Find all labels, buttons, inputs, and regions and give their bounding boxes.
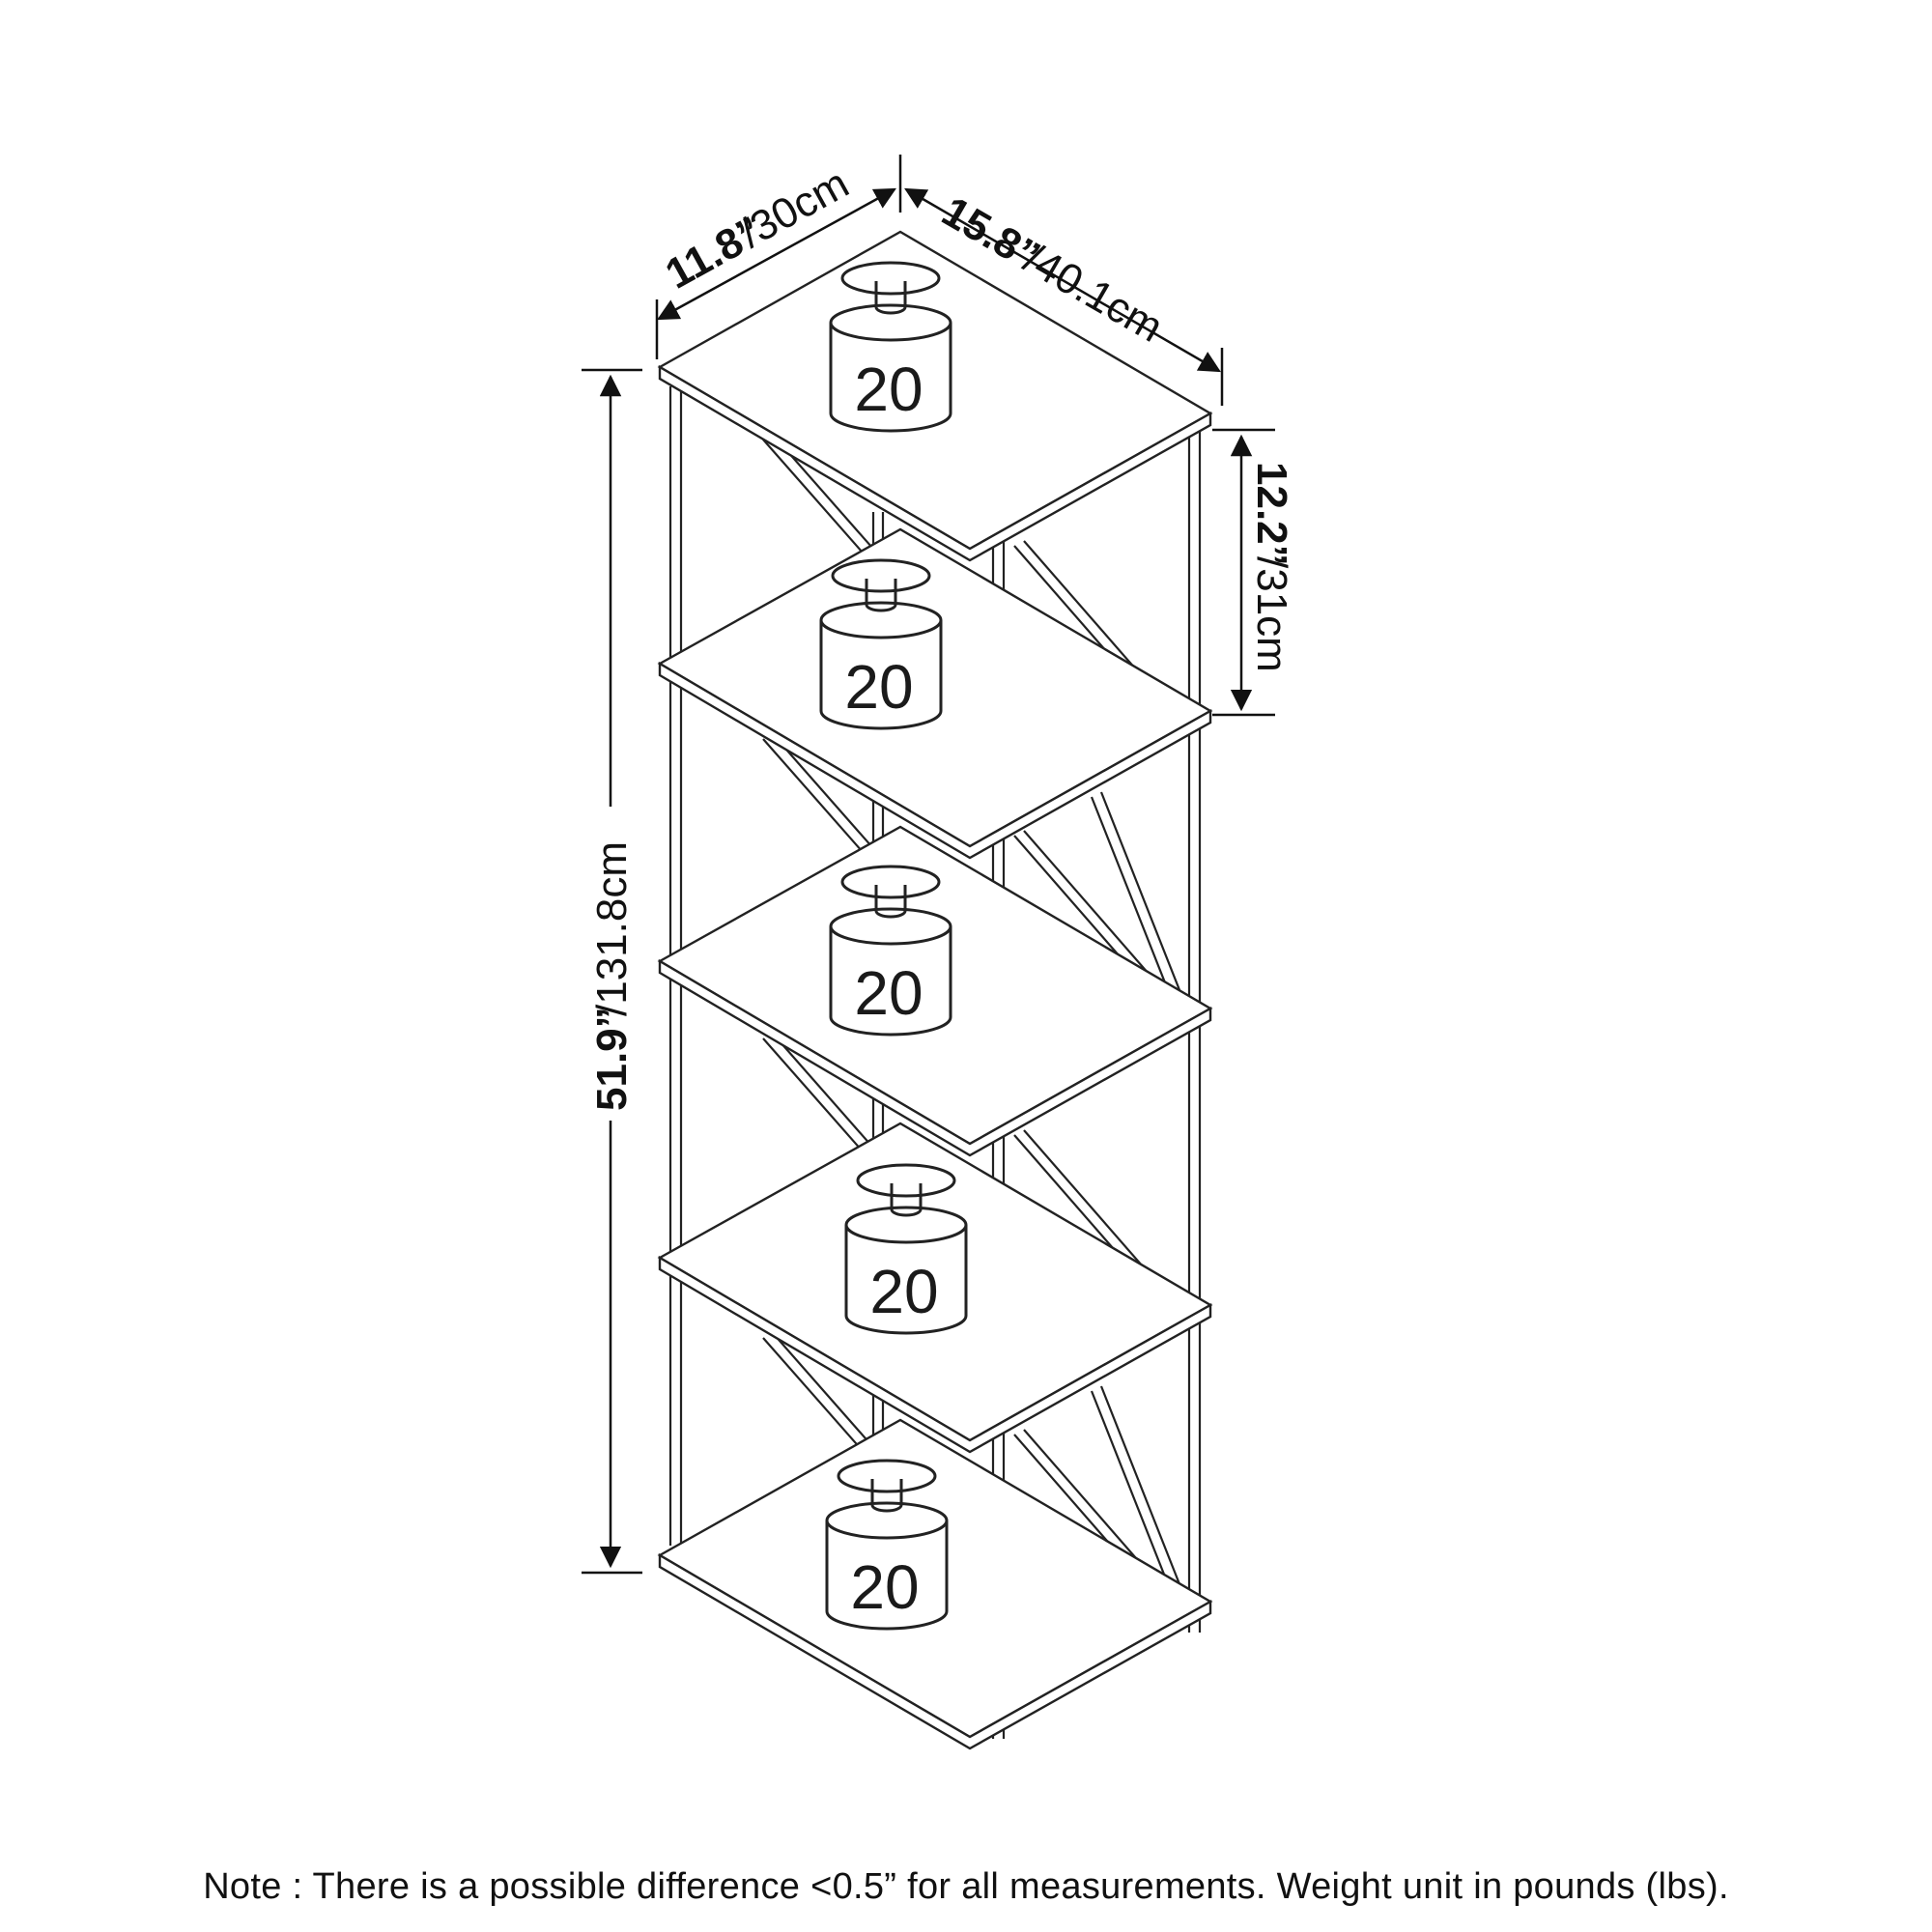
- shelf-gap-inches: 12.2”: [1248, 462, 1295, 566]
- weight-label-4: 20: [869, 1257, 938, 1326]
- weight-2: [819, 558, 943, 730]
- weight-label-1: 20: [854, 355, 923, 424]
- height-label: 51.9” /131.8cm: [588, 841, 636, 1111]
- weight-label-2: 20: [844, 652, 913, 722]
- height-inches: 51.9”: [588, 1007, 636, 1111]
- measurement-note: Note : There is a possible difference <0…: [203, 1866, 1729, 1907]
- weight-3: [829, 865, 952, 1037]
- height-cm: /131.8cm: [588, 841, 636, 1016]
- weights: [819, 261, 968, 1631]
- weight-4: [844, 1163, 968, 1335]
- dimension-lines: [582, 155, 1275, 1575]
- shelf-gap-cm: /31cm: [1248, 556, 1295, 672]
- weight-5: [825, 1459, 949, 1631]
- weight-label-3: 20: [854, 958, 923, 1028]
- depth-cm: /30cm: [732, 159, 857, 257]
- weight-label-5: 20: [850, 1552, 919, 1622]
- shelf-gap-label: 12.2” /31cm: [1248, 462, 1295, 672]
